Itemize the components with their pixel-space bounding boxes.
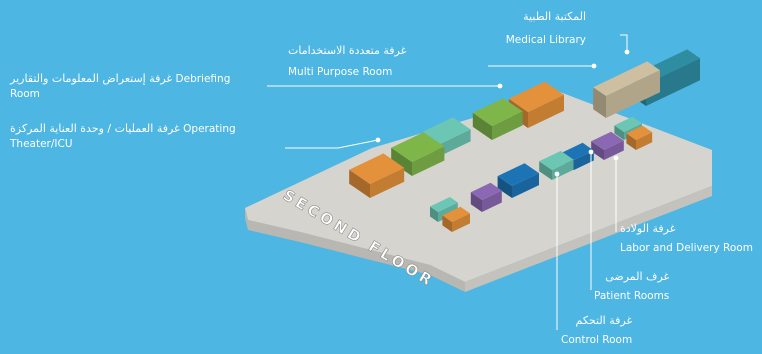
operating-room-block-orange	[349, 153, 405, 198]
label-patient-rooms: غرف المرضى Patient Rooms	[594, 270, 669, 303]
debriefing-room-block-green-top-face	[472, 98, 523, 126]
leader-dot-multi-purpose	[591, 63, 597, 69]
patient-room-block-orange	[442, 206, 470, 232]
rooms	[349, 49, 700, 232]
label-operating-ar: غرفة العمليات / وحدة العناية المركزة	[10, 122, 180, 135]
medical-library-block-tan-front-face	[606, 70, 660, 118]
labor-room-block-purple-front-face	[604, 140, 624, 160]
leader-dots	[375, 49, 630, 177]
operating-room-block-green-front-face	[412, 146, 445, 176]
label-multi-purpose-en: Multi Purpose Room	[288, 65, 393, 78]
leader-medical-library	[620, 34, 628, 52]
patient-room-block-orange-front-face	[452, 213, 470, 232]
leader-dot-patient	[588, 149, 594, 155]
labor-room-block-teal-left-face	[614, 125, 624, 140]
control-room-block-blue-front-face	[512, 173, 539, 198]
label-multi-purpose-ar: غرفة متعددة الاستخدامات	[288, 44, 407, 57]
leader-dot-labor	[613, 155, 619, 161]
label-debriefing-en-a: Debriefing	[175, 73, 231, 85]
debriefing-room-block-teal-front-face	[440, 129, 471, 156]
debriefing-room-block-green	[472, 98, 523, 140]
medical-library-block-tan	[593, 61, 660, 118]
patient-room-block-teal-2-left-face	[430, 206, 438, 222]
label-debriefing: غرفة إستعراض المعلومات والتقارير Debrief…	[10, 72, 230, 101]
medical-library-block-tan-left-face	[593, 87, 606, 118]
debriefing-room-block-green-left-face	[472, 112, 492, 140]
medical-library-block-dark-front-face	[646, 58, 700, 106]
label-labor-delivery: غرفة الولادة Labor and Delivery Room	[620, 222, 753, 255]
label-debriefing-en-b: Room	[10, 87, 40, 100]
label-patient-rooms-en: Patient Rooms	[594, 289, 670, 302]
patient-room-block-purple	[470, 182, 502, 212]
leader-dot-control	[554, 171, 560, 177]
patient-room-block-purple-left-face	[470, 192, 482, 212]
floor-side	[245, 208, 465, 292]
label-multi-purpose: غرفة متعددة الاستخدامات Multi Purpose Ro…	[288, 44, 406, 79]
label-debriefing-line1: غرفة إستعراض المعلومات والتقارير Debrief…	[10, 72, 230, 87]
leader-operating	[285, 139, 379, 149]
leader-dot-medical-library	[624, 49, 630, 55]
label-medical-library: المكتبة الطبية Medical Library	[498, 10, 586, 47]
labor-room-block-orange-top-face	[626, 125, 653, 140]
leader-lines	[267, 34, 628, 330]
label-medical-library-ar: المكتبة الطبية	[523, 10, 586, 23]
operating-room-block-green-left-face	[391, 147, 412, 176]
labor-room-block-teal-top-face	[614, 116, 642, 132]
label-labor-delivery-ar: غرفة الولادة	[620, 222, 676, 235]
floor-side-right	[465, 186, 712, 292]
labor-room-block-orange	[626, 125, 653, 150]
labor-room-block-orange-front-face	[636, 132, 653, 150]
control-room-block-blue	[497, 163, 539, 198]
patient-room-block-blue-front-face	[574, 150, 594, 170]
label-control-room: غرفة التحكم Control Room	[561, 314, 632, 347]
labor-room-block-purple-top-face	[591, 131, 624, 150]
label-operating-en-a: Operating	[183, 123, 236, 135]
label-operating-en-b: Theater/ICU	[10, 137, 73, 150]
patient-room-block-orange-top-face	[442, 206, 470, 222]
patient-room-block-orange-left-face	[442, 215, 452, 232]
multi-purpose-room-block-top-face	[508, 81, 564, 112]
operating-room-block-orange-left-face	[349, 169, 370, 198]
patient-room-block-teal-2-top-face	[430, 197, 458, 212]
debriefing-room-block-teal-top-face	[422, 117, 471, 144]
label-operating: غرفة العمليات / وحدة العناية المركزة Ope…	[10, 122, 236, 151]
patient-room-block-blue-top-face	[562, 142, 594, 160]
operating-room-block-green	[391, 132, 445, 176]
label-labor-delivery-en: Labor and Delivery Room	[620, 241, 753, 254]
label-operating-line1: غرفة العمليات / وحدة العناية المركزة Ope…	[10, 122, 236, 137]
operating-room-block-orange-top-face	[349, 153, 405, 184]
labor-room-block-orange-left-face	[626, 133, 636, 150]
medical-library-block-tan-top-face	[593, 61, 660, 96]
label-medical-library-en: Medical Library	[505, 33, 586, 46]
leader-dot-debriefing	[497, 83, 503, 89]
debriefing-room-block-green-front-face	[492, 111, 523, 140]
multi-purpose-room-block-front-face	[528, 94, 564, 128]
patient-room-block-teal-top-face	[539, 150, 574, 170]
label-debriefing-ar: غرفة إستعراض المعلومات والتقارير	[10, 72, 173, 85]
patient-room-block-purple-front-face	[482, 190, 502, 212]
patient-room-block-teal-left-face	[539, 161, 552, 180]
operating-room-block-green-top-face	[391, 132, 445, 162]
labor-room-block-purple-left-face	[591, 141, 604, 160]
patient-room-block-purple-top-face	[470, 182, 502, 200]
label-control-room-en: Control Room	[561, 333, 633, 346]
operating-room-block-orange-front-face	[370, 167, 405, 198]
leader-dot-operating	[375, 137, 381, 143]
label-control-room-ar: غرفة التحكم	[575, 314, 633, 327]
label-patient-rooms-ar: غرف المرضى	[605, 270, 670, 283]
control-room-block-blue-left-face	[497, 176, 512, 198]
control-room-block-blue-top-face	[497, 163, 539, 186]
labor-room-block-purple	[591, 131, 624, 160]
